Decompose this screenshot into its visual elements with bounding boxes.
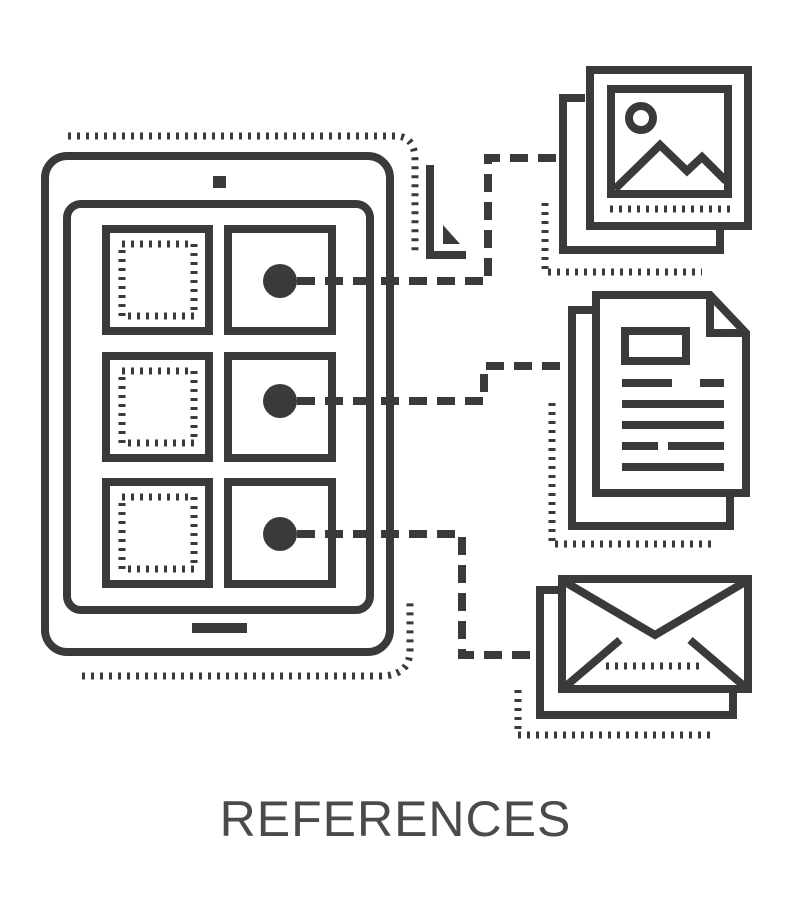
corner-fold-icon [426,165,466,259]
grid-tile-icon-right-3 [224,478,336,588]
grid-tile-icon-left-2 [102,352,213,462]
grid-tile-icon-right-1 [224,225,336,335]
mail-icon [514,575,752,739]
document-icon [548,291,750,548]
tablet-camera [213,176,226,188]
tablet-screen [63,200,374,614]
tablet-shadow-bottom [82,600,414,680]
caption-title: REFERENCES [219,791,572,847]
connector-to-mail [297,530,535,659]
connector-to-image [297,154,565,285]
tablet-home-button [192,623,247,633]
connector-to-document [297,362,570,405]
tablet-shadow-outline [68,132,419,255]
image-icon [541,66,752,276]
grid-tile-icon-left-3 [102,478,213,588]
grid-tile-icon-right-2 [224,352,336,462]
grid-tile-icon-left-1 [102,225,213,335]
